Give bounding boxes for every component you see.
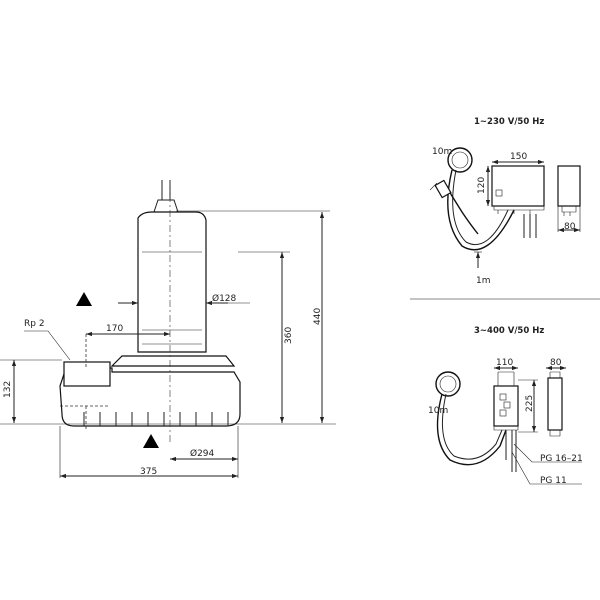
dim-360: 360 (284, 327, 294, 344)
dim-80-three: 80 (550, 358, 562, 368)
dim-440: 440 (313, 308, 323, 325)
pump-dimensions: Rp 2 170 Ø128 360 440 132 Ø294 375 (0, 210, 336, 479)
pg-16-21-label: PG 16–21 (540, 454, 583, 464)
single-phase-title: 1~230 V/50 Hz (474, 117, 544, 127)
cable-10m-single: 10m (432, 147, 452, 157)
dim-225: 225 (525, 395, 535, 412)
cable-1m: 1m (476, 276, 491, 286)
dim-110: 110 (496, 358, 513, 368)
three-phase-title: 3~400 V/50 Hz (474, 326, 544, 336)
dim-120: 120 (477, 177, 487, 194)
dim-170: 170 (106, 324, 123, 334)
dim-375: 375 (140, 467, 157, 477)
dim-80-single: 80 (564, 222, 576, 232)
pg-11-label: PG 11 (540, 476, 567, 486)
three-phase-diagram: 3~400 V/50 Hz 110 80 225 10m PG 16–21 (428, 326, 583, 486)
section-mark-bottom (143, 434, 159, 448)
dim-150: 150 (510, 152, 527, 162)
rp-label: Rp 2 (24, 319, 45, 329)
dim-132: 132 (3, 381, 13, 398)
section-mark-top (76, 292, 92, 306)
cable-10m-three: 10m (428, 406, 448, 416)
dim-diameter-294: Ø294 (190, 448, 215, 459)
single-phase-diagram: 1~230 V/50 Hz 150 120 80 10m 1m (429, 117, 581, 286)
dim-diameter-128: Ø128 (212, 293, 237, 304)
pump-drawing (59, 180, 241, 448)
